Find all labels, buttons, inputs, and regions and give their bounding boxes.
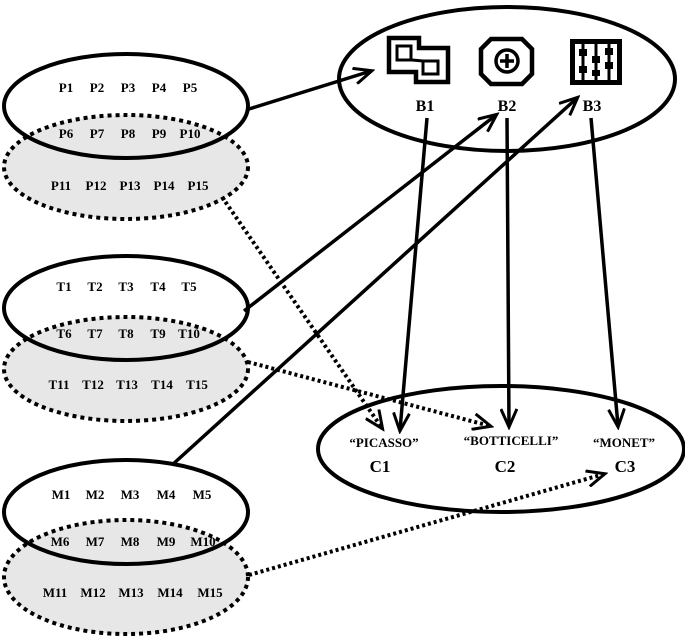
group-t-row-2: T6 T7 T8 T9 T10	[56, 326, 199, 341]
group-t-row-3: T11 T12 T13 T14 T15	[49, 377, 209, 392]
class-name-c2: “BOTTICELLI”	[464, 433, 559, 448]
item-label: T5	[181, 279, 197, 294]
circle-plus-icon	[478, 36, 535, 87]
group-p-solid-ellipse	[2, 52, 250, 160]
item-label: T3	[118, 279, 134, 294]
item-label: M12	[80, 585, 105, 600]
item-label: P8	[121, 126, 136, 141]
group-m-row-1: M1 M2 M3 M4 M5	[52, 487, 212, 502]
class-id-c2: C2	[495, 457, 516, 476]
class-name-c3: “MONET”	[593, 435, 655, 450]
item-label: M9	[157, 534, 176, 549]
item-label: P13	[120, 178, 141, 193]
group-p-row-2: P6 P7 P8 P9 P10	[59, 126, 201, 141]
item-label: T6	[56, 326, 72, 341]
arrow-b1-to-c1	[400, 117, 429, 430]
item-label: P1	[59, 80, 73, 95]
item-label: M5	[193, 487, 212, 502]
item-label: P15	[188, 178, 209, 193]
group-p: P1 P2 P3 P4 P5 P6 P7 P8 P9 P10 P11 P12 P…	[2, 52, 250, 221]
item-label: P10	[180, 126, 201, 141]
block-label-b2: B2	[498, 98, 517, 115]
item-label: M10	[190, 534, 215, 549]
arrow-group-p-to-blocks	[248, 71, 371, 111]
item-label: P9	[152, 126, 167, 141]
classes-group: “PICASSO” “BOTTICELLI” “MONET” C1 C2 C3	[316, 384, 685, 514]
item-label: P2	[90, 80, 104, 95]
item-label: T4	[150, 279, 166, 294]
item-label: T12	[82, 377, 104, 392]
class-id-c3: C3	[615, 457, 636, 476]
class-name-c1: “PICASSO”	[349, 435, 418, 450]
class-id-c1: C1	[370, 457, 391, 476]
block-to-class-arrows	[400, 117, 618, 430]
block-label-b1: B1	[416, 98, 435, 115]
item-label: T11	[49, 377, 70, 392]
dotted-arrow-t-to-c2	[247, 360, 490, 426]
dotted-arrow-m-to-c3	[248, 474, 604, 577]
group-p-row-3: P11 P12 P13 P14 P15	[51, 178, 209, 193]
item-label: M14	[157, 585, 183, 600]
item-label: P3	[121, 80, 136, 95]
blocks-group: B1 B2 B3	[337, 5, 677, 153]
group-m: M1 M2 M3 M4 M5 M6 M7 M8 M9 M10 M11 M12 M…	[2, 458, 250, 636]
item-label: M6	[51, 534, 70, 549]
item-label: P7	[90, 126, 105, 141]
arrow-b2-to-c2	[507, 117, 509, 426]
group-p-row-1: P1 P2 P3 P4 P5	[59, 80, 198, 95]
arrow-group-m-to-b3	[170, 98, 577, 467]
solid-arrows	[170, 71, 577, 467]
item-label: P14	[154, 178, 175, 193]
item-label: M3	[121, 487, 140, 502]
item-label: M2	[86, 487, 105, 502]
item-label: M15	[197, 585, 223, 600]
group-t-dashed-ellipse	[2, 315, 250, 423]
item-label: M11	[43, 585, 68, 600]
group-t-row-1: T1 T2 T3 T4 T5	[56, 279, 197, 294]
group-m-solid-ellipse	[2, 458, 250, 566]
item-label: M8	[121, 534, 140, 549]
item-label: T10	[178, 326, 200, 341]
group-m-row-3: M11 M12 M13 M14 M15	[43, 585, 223, 600]
abacus-icon	[570, 39, 622, 85]
item-label: M7	[86, 534, 105, 549]
group-m-row-2: M6 M7 M8 M9 M10	[51, 534, 216, 549]
item-label: P12	[86, 178, 107, 193]
item-label: T2	[87, 279, 102, 294]
item-label: P6	[59, 126, 74, 141]
arrow-group-t-to-b2	[242, 115, 496, 313]
item-label: T7	[87, 326, 103, 341]
item-label: P11	[51, 178, 71, 193]
item-label: P4	[152, 80, 167, 95]
block-label-b3: B3	[583, 98, 602, 115]
item-label: T8	[118, 326, 134, 341]
item-label: T15	[186, 377, 208, 392]
group-m-dashed-ellipse	[2, 518, 250, 636]
item-label: M13	[118, 585, 144, 600]
classes-ellipse	[316, 384, 685, 514]
arrow-b3-to-c3	[589, 117, 618, 426]
item-label: M1	[52, 487, 71, 502]
item-label: P5	[183, 80, 198, 95]
item-label: T9	[150, 326, 166, 341]
group-p-dashed-ellipse	[2, 113, 250, 221]
item-label: M4	[157, 487, 176, 502]
dotted-arrows	[220, 195, 604, 577]
two-squares-icon	[386, 35, 451, 85]
group-t: T1 T2 T3 T4 T5 T6 T7 T8 T9 T10 T11 T12 T…	[2, 254, 250, 423]
item-label: T1	[56, 279, 71, 294]
item-label: T14	[151, 377, 173, 392]
item-label: T13	[116, 377, 138, 392]
